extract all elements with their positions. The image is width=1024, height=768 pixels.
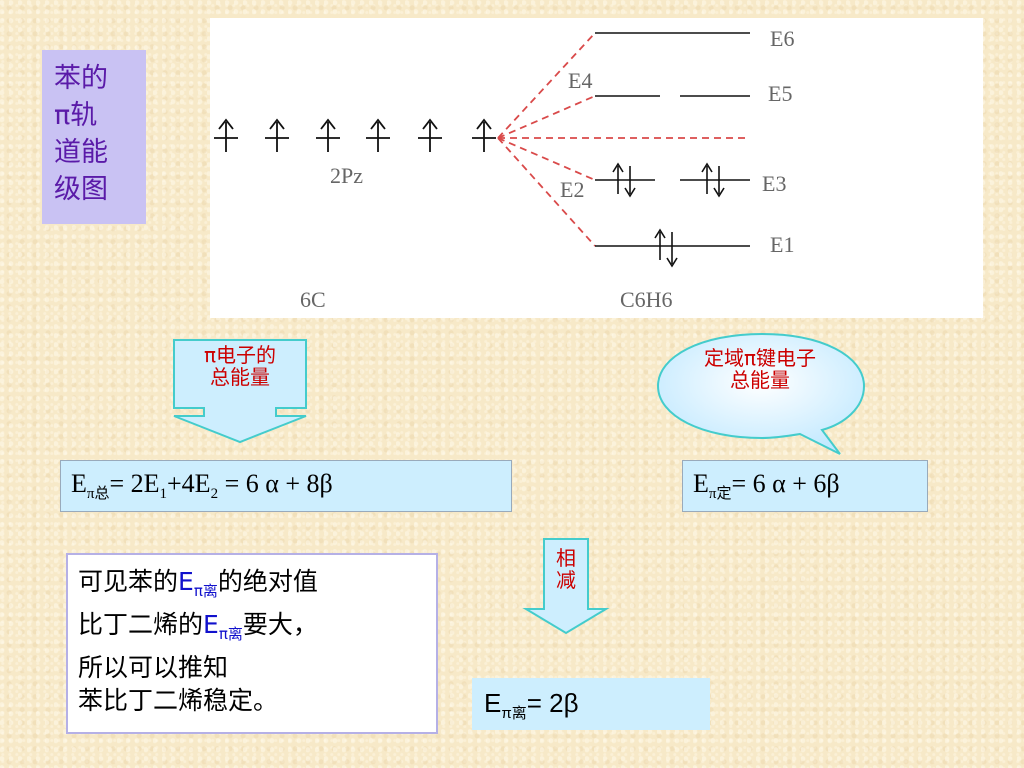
electron-up-arrow	[418, 118, 442, 152]
eq-total-e: E	[71, 469, 87, 498]
conclusion-text: 可见苯的	[78, 567, 179, 596]
conclusion-line-1: 可见苯的Eπ离的绝对值	[78, 565, 426, 608]
title-line-4: 级图	[54, 174, 108, 205]
electron-pair	[701, 162, 725, 198]
label-e3: E3	[762, 171, 786, 196]
callout-arrow-left	[173, 339, 307, 444]
eq-total-rhs1: = 2E	[109, 469, 160, 498]
eq-final-e: E	[484, 688, 502, 718]
pi-symbol: π	[54, 100, 71, 131]
conclusion-e-symbol: Eπ离	[178, 567, 218, 600]
subtract-arrow	[522, 538, 610, 635]
eq-total-sub2: 2	[210, 486, 219, 503]
equation-localized-energy: Eπ定= 6 α + 6β	[682, 460, 928, 512]
diagram-labels: E6 E5 E4 E3 E2 E1 2Pz 6C C6H6	[300, 26, 794, 312]
electron-pair	[612, 162, 636, 198]
eq-final-rhs: = 2β	[526, 688, 579, 718]
title-line-2: π轨	[54, 97, 146, 134]
title-line-3: 道能	[54, 137, 108, 168]
conclusion-line-3: 所以可以推知	[78, 653, 229, 682]
conclusion-line-4: 苯比丁二烯稳定。	[78, 686, 279, 715]
equation-delocalization-energy: Eπ离= 2β	[472, 678, 710, 730]
eq-local-rhs: = 6 α + 6β	[731, 469, 840, 498]
energy-levels	[595, 32, 750, 247]
label-e4: E4	[568, 68, 592, 93]
electron-pair	[654, 228, 678, 268]
electron-arrows-2pz	[214, 118, 496, 152]
e-symbol: E	[203, 610, 219, 639]
paired-electrons	[612, 162, 725, 268]
subtract-line2: 减	[556, 568, 576, 592]
correlation-lines	[497, 32, 750, 247]
subtract-label: 相 减	[544, 547, 588, 591]
callout-left-line2: 总能量	[210, 365, 270, 389]
eq-local-e: E	[693, 469, 709, 498]
eq-local-sub: π定	[708, 486, 732, 503]
e-subscript: π离	[193, 582, 218, 600]
conclusion-e-symbol: Eπ离	[203, 610, 243, 643]
subtract-line1: 相	[556, 546, 576, 570]
label-e6: E6	[770, 26, 794, 51]
conclusion-text: 比丁二烯的	[78, 610, 204, 639]
speech-bubble-right	[656, 332, 866, 455]
electron-up-arrow	[214, 118, 238, 152]
label-e1: E1	[770, 232, 794, 257]
speech-bubble-text: 定域π键电子 总能量	[672, 347, 848, 391]
eq-total-rhs2: +4E	[167, 469, 211, 498]
callout-left-text: π电子的 总能量	[174, 344, 306, 388]
equation-total-energy: Eπ总= 2E1+4E2 = 6 α + 8β	[60, 460, 512, 512]
title-line-1: 苯的	[54, 63, 108, 94]
e-subscript: π离	[218, 625, 243, 643]
electron-up-arrow	[366, 118, 390, 152]
electron-up-arrow	[265, 118, 289, 152]
conclusion-text: 要大，	[242, 610, 318, 639]
bubble-line2: 总能量	[730, 368, 790, 392]
electron-up-arrow	[472, 118, 496, 152]
caption-6c: 6C	[300, 287, 326, 312]
label-e2: E2	[560, 177, 584, 202]
bubble-line1: 定域π键电子	[703, 346, 817, 370]
diagram-title: 苯的 π轨 道能 级图	[42, 50, 146, 224]
eq-total-sub: π总	[86, 486, 110, 503]
e-symbol: E	[178, 567, 194, 596]
title-line-2-rest: 轨	[70, 100, 98, 131]
callout-left-line1: π电子的	[203, 343, 277, 367]
caption-c6h6: C6H6	[620, 287, 673, 312]
conclusion-box: 可见苯的Eπ离的绝对值 比丁二烯的Eπ离要大， 所以可以推知 苯比丁二烯稳定。	[66, 553, 438, 734]
eq-total-rhs3: = 6 α + 8β	[218, 469, 333, 498]
electron-up-arrow	[316, 118, 340, 152]
label-e5: E5	[768, 81, 792, 106]
conclusion-line-2: 比丁二烯的Eπ离要大，	[78, 608, 426, 651]
energy-level-diagram: E6 E5 E4 E3 E2 E1 2Pz 6C C6H6	[210, 18, 983, 318]
eq-total-sub1: 1	[159, 486, 168, 503]
conclusion-text: 的绝对值	[217, 567, 318, 596]
label-2pz: 2Pz	[330, 163, 363, 188]
eq-final-sub: π离	[501, 705, 527, 723]
